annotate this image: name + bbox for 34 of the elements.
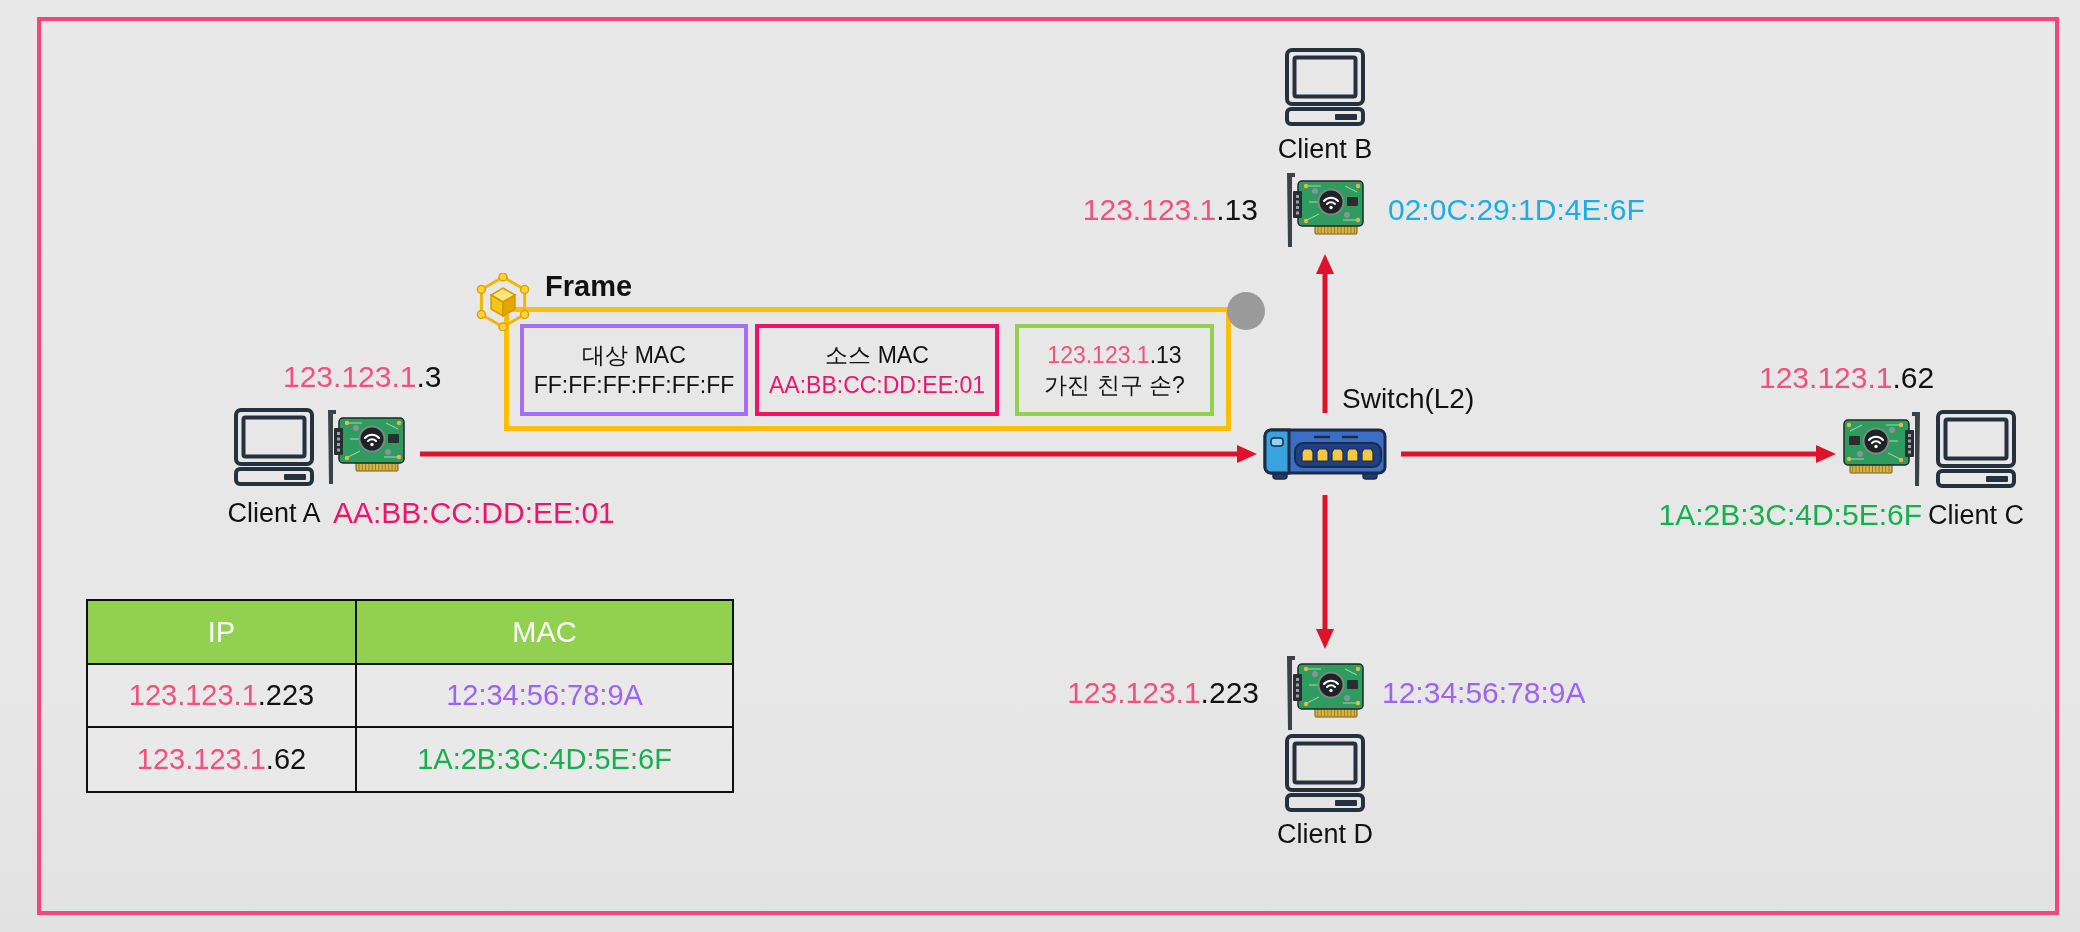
field-name-label: 대상 MAC xyxy=(582,341,686,370)
mac-address-label: 1A:2B:3C:4D:5E:6F xyxy=(1658,497,1922,533)
ip-address-label: 123.123.1.223 xyxy=(1067,675,1259,711)
table-header-cell: IP xyxy=(88,601,357,665)
ip-address-label: 123.123.1.3 xyxy=(283,359,442,395)
arrow xyxy=(1316,495,1334,649)
question-text: 가진 친구 손? xyxy=(1044,371,1185,400)
device-label: Switch(L2) xyxy=(1342,382,1475,416)
client-label: Client D xyxy=(1277,818,1373,850)
frame-title: Frame xyxy=(545,269,633,304)
field-name-label: 소스 MAC xyxy=(825,341,929,370)
client-label: Client B xyxy=(1277,133,1373,165)
frame-field-box xyxy=(1015,324,1214,416)
frame-field-box xyxy=(755,324,999,416)
mac-address-label: 02:0C:29:1D:4E:6F xyxy=(1388,192,1645,228)
ip-address-label: 123.123.1.62 xyxy=(1759,360,1935,396)
ip-address-label: 123.123.1.13 xyxy=(1082,192,1258,228)
table-cell: 12:34:56:78:9A xyxy=(357,665,732,728)
mac-address-label: 12:34:56:78:9A xyxy=(1382,675,1586,711)
mac-address-label: FF:FF:FF:FF:FF:FF xyxy=(533,371,735,400)
table-cell: 123.123.1.62 xyxy=(88,728,357,791)
client-label: Client A xyxy=(227,497,321,529)
arrow xyxy=(1401,445,1836,463)
arrow xyxy=(420,445,1257,463)
ip-address-label: 123.123.1.13 xyxy=(1047,341,1182,370)
table-cell: 123.123.1.223 xyxy=(88,665,357,728)
table-header-cell: MAC xyxy=(357,601,732,665)
mac-address-label: AA:BB:CC:DD:EE:01 xyxy=(769,371,985,400)
frame-field-box xyxy=(520,324,748,416)
network-switch-icon xyxy=(1263,427,1387,481)
table-cell-text: 1A:2B:3C:4D:5E:6F xyxy=(416,742,673,777)
mac-address-label: AA:BB:CC:DD:EE:01 xyxy=(333,495,615,531)
client-label: Client C xyxy=(1928,499,2024,531)
arrow xyxy=(1316,254,1334,413)
